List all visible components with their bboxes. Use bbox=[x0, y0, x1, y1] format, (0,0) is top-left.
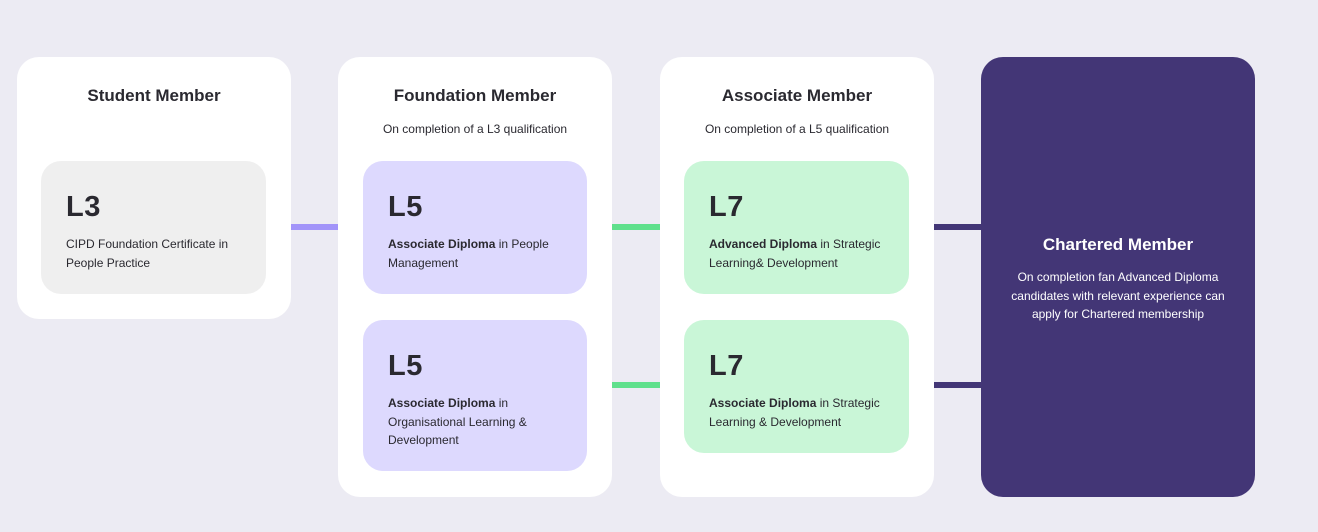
connector-associate-chartered-1 bbox=[934, 224, 981, 230]
qualification-name: Associate Diploma bbox=[709, 396, 817, 410]
qualification-description: Associate Diploma in Organisational Lear… bbox=[388, 394, 567, 450]
foundation-member-subtitle: On completion of a L3 qualification bbox=[382, 122, 568, 136]
chartered-member-title: Chartered Member bbox=[1042, 235, 1194, 254]
foundation-member-title: Foundation Member bbox=[393, 86, 557, 105]
associate-qualification-1: L7 Advanced Diploma in Strategic Learnin… bbox=[684, 161, 909, 294]
qualification-description-text: CIPD Foundation Certificate in People Pr… bbox=[66, 237, 229, 270]
qualification-name: Advanced Diploma bbox=[709, 237, 818, 251]
student-member-title: Student Member bbox=[87, 86, 221, 105]
connector-foundation-associate-2 bbox=[612, 382, 660, 388]
associate-qualification-2: L7 Associate Diploma in Strategic Learni… bbox=[684, 320, 909, 453]
foundation-qualification-1: L5 Associate Diploma in People Managemen… bbox=[363, 161, 587, 294]
chartered-member-description: On completion fan Advanced Diploma candi… bbox=[1011, 270, 1225, 321]
qualification-description-text: in Strategic Learning& Development bbox=[709, 237, 881, 270]
connector-foundation-associate-1 bbox=[612, 224, 660, 230]
qualification-description: Associate Diploma in People Management bbox=[388, 235, 567, 272]
qualification-name: Associate Diploma bbox=[388, 396, 496, 410]
qualification-description-text: in People Management bbox=[388, 237, 549, 270]
qualification-name: Associate Diploma bbox=[388, 237, 496, 251]
qualification-level: L5 bbox=[388, 350, 423, 382]
qualification-level: L7 bbox=[709, 350, 744, 382]
foundation-qualification-2: L5 Associate Diploma in Organisational L… bbox=[363, 320, 587, 471]
connector-student-foundation bbox=[291, 224, 338, 230]
qualification-description: CIPD Foundation Certificate in People Pr… bbox=[66, 235, 246, 272]
associate-member-subtitle: On completion of a L5 qualification bbox=[704, 122, 890, 136]
associate-member-card: Associate Member On completion of a L5 q… bbox=[660, 57, 934, 497]
student-member-card: Student Member L3 CIPD Foundation Certif… bbox=[17, 57, 291, 319]
associate-member-title: Associate Member bbox=[721, 86, 873, 105]
qualification-description-text: in Strategic Learning & Development bbox=[709, 396, 880, 429]
qualification-description: Advanced Diploma in Strategic Learning& … bbox=[709, 235, 889, 272]
qualification-description-text: in Organisational Learning & Development bbox=[388, 396, 527, 447]
student-qualification-l3: L3 CIPD Foundation Certificate in People… bbox=[41, 161, 266, 294]
foundation-member-card: Foundation Member On completion of a L3 … bbox=[338, 57, 612, 497]
qualification-level: L7 bbox=[709, 191, 744, 223]
connector-associate-chartered-2 bbox=[934, 382, 981, 388]
qualification-description: Associate Diploma in Strategic Learning … bbox=[709, 394, 889, 431]
qualification-level: L5 bbox=[388, 191, 423, 223]
chartered-member-card: Chartered Member On completion fan Advan… bbox=[981, 57, 1255, 497]
qualification-level: L3 bbox=[66, 191, 101, 223]
